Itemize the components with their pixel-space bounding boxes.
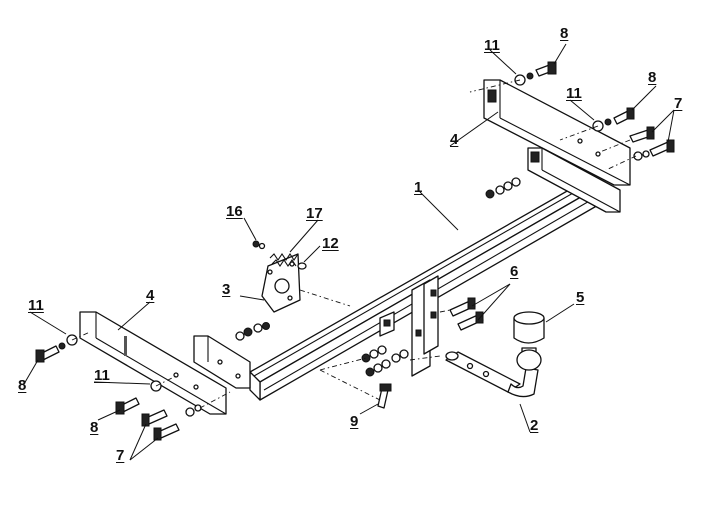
assembly-axes <box>71 79 637 409</box>
label-part-12: 12 <box>322 235 339 252</box>
label-part-8-left-upper: 8 <box>18 377 27 394</box>
label-part-7-left: 7 <box>116 447 125 464</box>
label-part-11-left-lower: 11 <box>94 367 110 384</box>
ball-cover-cap <box>513 311 545 344</box>
label-part-6: 6 <box>510 263 519 280</box>
leader-lines <box>23 43 675 461</box>
ball-neck <box>445 347 542 398</box>
socket-plate <box>261 253 301 313</box>
label-part-11-top: 11 <box>484 37 500 54</box>
label-part-8-left-lower: 8 <box>90 419 99 436</box>
label-part-11-left-upper: 11 <box>28 297 44 314</box>
label-part-7-right: 7 <box>674 95 683 112</box>
label-part-9: 9 <box>350 413 359 430</box>
spring-and-small-parts <box>252 240 307 270</box>
bolts-and-washers <box>35 61 675 441</box>
left-side-bracket <box>79 311 251 415</box>
label-part-4-left: 4 <box>146 287 155 304</box>
label-part-5: 5 <box>576 289 585 306</box>
label-part-4-right: 4 <box>450 131 459 148</box>
label-part-11-right: 11 <box>566 85 582 102</box>
label-part-1: 1 <box>414 179 423 196</box>
label-part-8-right: 8 <box>648 69 657 86</box>
right-side-bracket <box>483 79 631 213</box>
label-part-17: 17 <box>306 205 323 222</box>
label-part-3: 3 <box>222 281 231 298</box>
label-part-2: 2 <box>530 417 539 434</box>
hitch-receiver-plates <box>379 275 439 377</box>
label-part-8-top: 8 <box>560 25 569 42</box>
label-part-16: 16 <box>226 203 243 220</box>
